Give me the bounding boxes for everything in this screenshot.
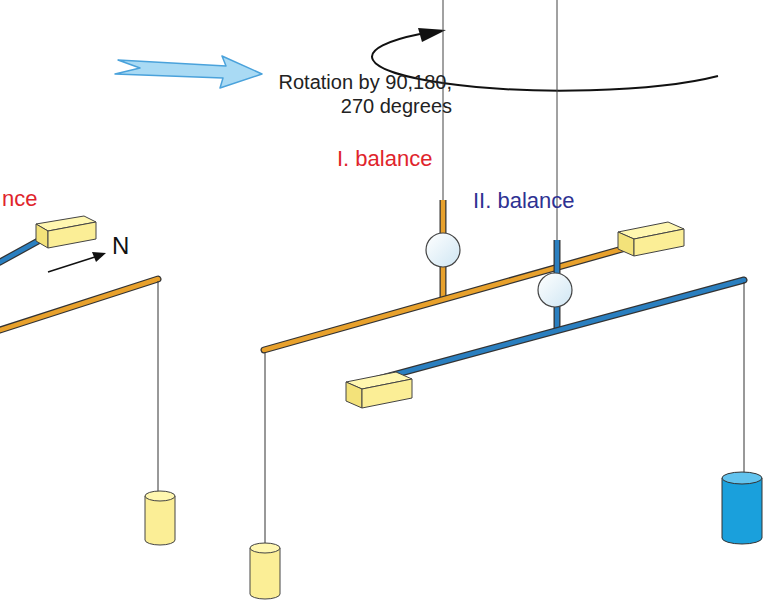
north-arrow [48,256,98,272]
direction-letter: N [112,232,129,261]
balance-label: nce [2,186,37,212]
counterweight-box [36,216,96,248]
arrowhead [418,28,446,42]
balance-label: II. balance [473,188,575,214]
counterweight-box [618,222,684,256]
counterweight-box [346,372,412,408]
cylinder-weight [722,472,762,544]
balance-label: I. balance [337,146,432,172]
direction-arrow [115,56,262,88]
rotation-note: Rotation by 90,180, 270 degrees [252,70,452,118]
mirror [538,273,572,307]
cylinder-weight [145,491,175,545]
mirror [426,233,460,267]
cylinder-weight [250,543,280,599]
